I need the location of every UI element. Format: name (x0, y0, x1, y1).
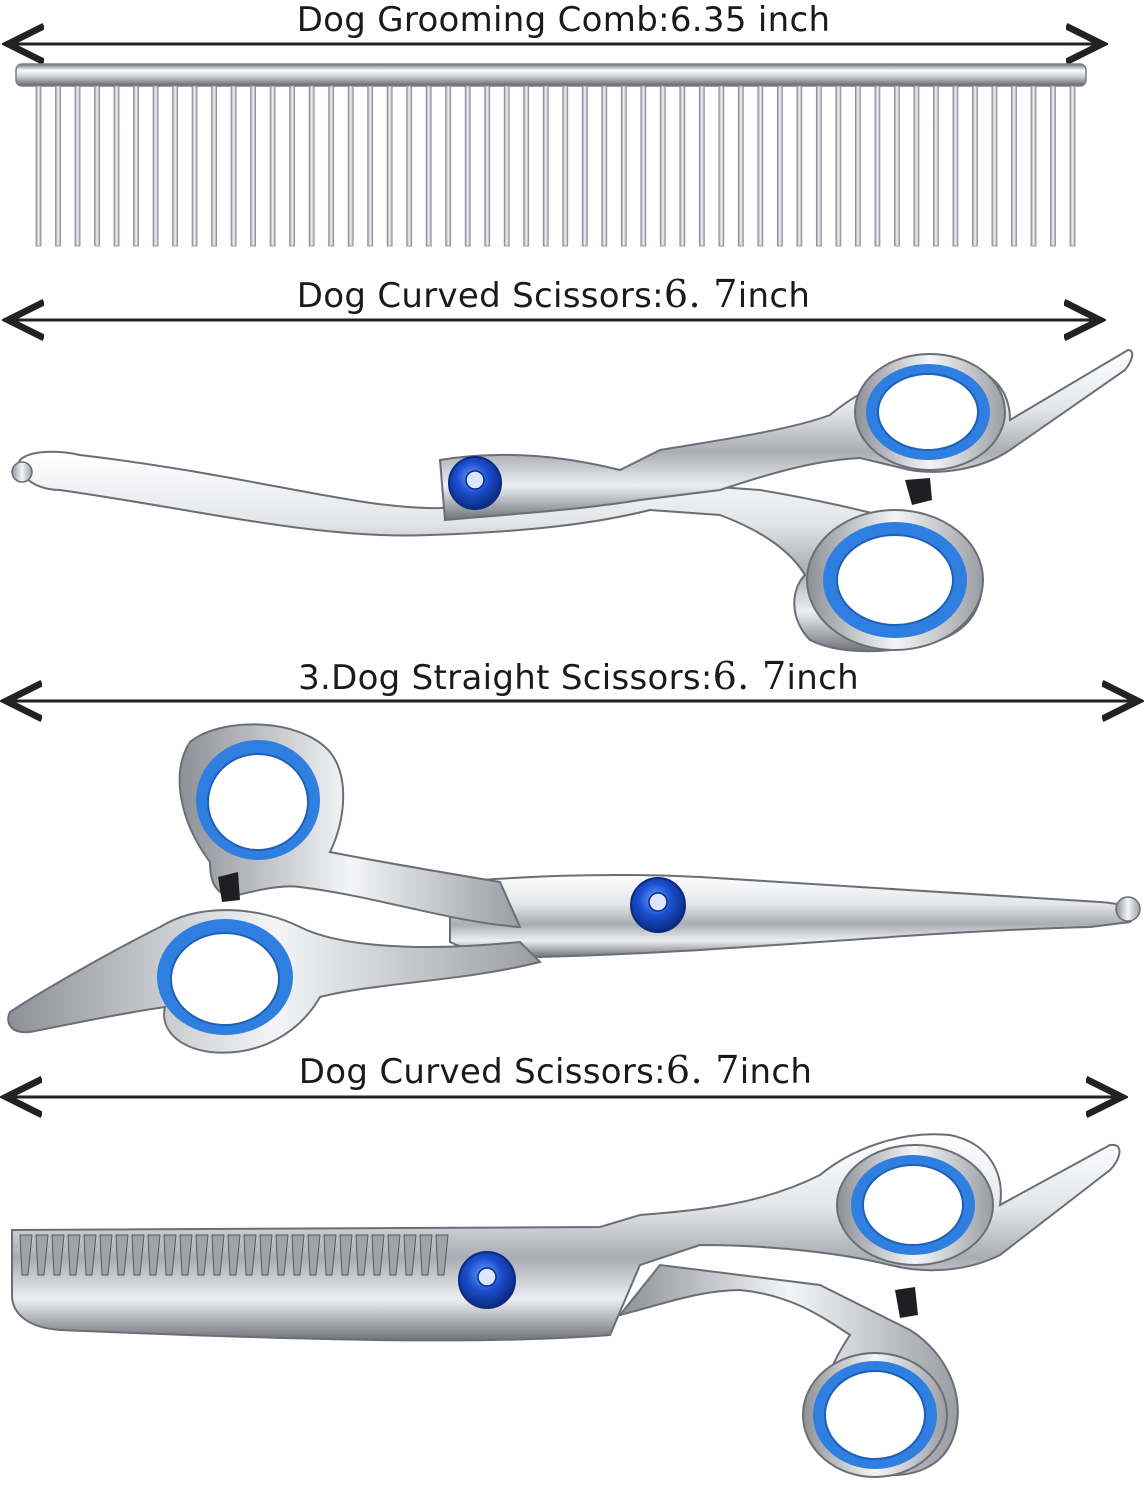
thinning-blade-tooth (163, 1234, 177, 1276)
thinning-blade-tooth (147, 1234, 161, 1276)
comb-tooth (269, 85, 276, 247)
thinning-blade-tooth (67, 1234, 81, 1276)
comb-tooth (874, 85, 881, 247)
comb-tooth (74, 85, 81, 247)
thinning-blade-tooth (339, 1234, 353, 1276)
double-headed-arrow-icon (0, 290, 1147, 350)
thinning-blade-tooth (355, 1234, 369, 1276)
thinning-blade-tooth (131, 1234, 145, 1276)
comb-tooth (406, 85, 413, 247)
comb-tooth (230, 85, 237, 247)
comb-tooth (289, 85, 296, 247)
comb-tooth (1011, 85, 1017, 247)
comb-tooth (133, 85, 139, 247)
comb-tooth (815, 85, 822, 247)
thinning-blade-tooth (35, 1234, 49, 1276)
thinning-blade-tooth (19, 1234, 33, 1276)
comb-tooth (1030, 85, 1037, 247)
thinning-blade-tooth (323, 1234, 337, 1276)
thinning-blade-tooth (275, 1234, 289, 1276)
comb-tooth (776, 85, 783, 247)
comb-tooth (562, 85, 569, 247)
comb-tooth (952, 85, 959, 247)
thinning-blade-tooth (387, 1234, 401, 1276)
thinning-blade-tooth (115, 1234, 129, 1276)
thinning-blade-tooth (371, 1234, 385, 1276)
thinning-blade-tooth (211, 1234, 225, 1276)
comb-tooth (94, 85, 100, 247)
comb-tooth (620, 85, 627, 247)
comb-tooth (718, 85, 725, 247)
comb-tooth (796, 85, 803, 247)
comb-tooth (308, 85, 315, 247)
comb-tooth (581, 85, 588, 247)
thinning-blade-tooth (99, 1234, 113, 1276)
thinning-blade-tooth (227, 1234, 241, 1276)
comb-tooth (484, 85, 491, 247)
thinning-blade-tooth (307, 1234, 321, 1276)
comb-tooth (191, 85, 198, 247)
comb-tooth (854, 85, 861, 247)
comb-tooth (1069, 85, 1076, 247)
thinning-blade-tooth (419, 1234, 433, 1276)
comb-tooth (386, 85, 393, 247)
comb-tooth (698, 85, 705, 247)
comb-tooth (503, 85, 510, 247)
comb-tooth (347, 85, 354, 247)
curved-scissors-icon (11, 348, 1134, 653)
comb-tooth (55, 85, 61, 247)
thinning-scissors-icon (11, 1133, 1121, 1478)
thinning-blade-tooth (51, 1234, 65, 1276)
comb-tooth (367, 85, 374, 247)
comb-tooth (425, 85, 432, 247)
double-headed-arrow-icon (0, 1067, 1147, 1127)
thinning-blade-tooth (195, 1234, 209, 1276)
comb-tooth (991, 85, 998, 247)
comb-tooth (113, 85, 120, 247)
comb-tooth (894, 85, 900, 247)
straight-scissors-icon (7, 723, 1141, 1054)
comb-tooth (35, 85, 42, 247)
comb-tooth (1050, 85, 1056, 247)
comb-tooth (172, 85, 178, 247)
comb-tooth (523, 85, 530, 247)
comb-tooth (972, 85, 978, 247)
comb-tooth (542, 85, 549, 247)
thinning-blade-tooth (83, 1234, 97, 1276)
double-headed-arrow-icon (0, 14, 1147, 74)
comb-tooth (640, 85, 647, 247)
comb-tooth (835, 85, 842, 247)
comb-tooth (679, 85, 686, 247)
comb-tooth (250, 85, 257, 247)
curved-scissors-size-label: Dog Curved Scissors:6. 7inch (0, 272, 1127, 316)
thinning-blade-tooth (435, 1234, 449, 1276)
comb-tooth (152, 85, 159, 247)
comb-tooth (211, 85, 217, 247)
comb-tooth (601, 85, 608, 247)
comb-tooth (757, 85, 764, 247)
grooming-comb-icon (15, 63, 1087, 247)
thinning-blade-tooth (259, 1234, 273, 1276)
comb-tooth (445, 85, 452, 247)
comb-tooth (913, 85, 920, 247)
thinning-blade-tooth (403, 1234, 417, 1276)
comb-tooth (933, 85, 939, 247)
comb-tooth (659, 85, 666, 247)
comb-tooth (328, 85, 335, 247)
thinning-blade-tooth (243, 1234, 257, 1276)
comb-tooth (464, 85, 471, 247)
thinning-blade-tooth (179, 1234, 193, 1276)
double-headed-arrow-icon (0, 671, 1147, 731)
thinning-blade-tooth (291, 1234, 305, 1276)
comb-tooth (737, 85, 744, 247)
